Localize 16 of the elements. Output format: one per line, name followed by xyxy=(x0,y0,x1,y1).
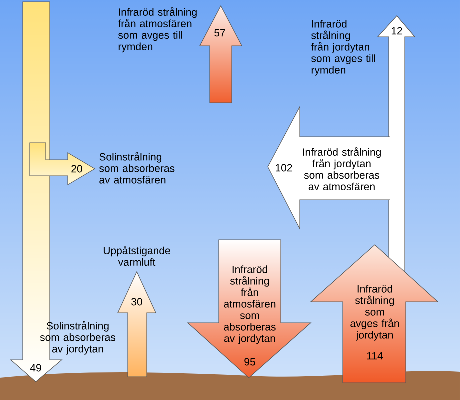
caption-text: Solinstrålning som absorberas av atmosfären xyxy=(100,152,175,184)
value-label: 30 xyxy=(132,298,142,306)
caption-text: Solinstrålning som absorberas av jordytan xyxy=(40,321,116,355)
value-label: 102 xyxy=(276,164,292,172)
caption-text: Infraröd strålning från atmosfären som avges till rymden xyxy=(118,7,197,53)
value-label: 49 xyxy=(30,364,42,372)
arrow-label: Infraröd strålning som avges från jordytan xyxy=(350,285,400,341)
value-label: 57 xyxy=(214,29,226,37)
caption-text: Uppåtstigande varmluft xyxy=(104,246,170,266)
caption-text: Infraröd strålning från jordytan som avges till rymden xyxy=(311,20,376,76)
value-label: 95 xyxy=(244,358,256,366)
arrow-label: Infraröd strålning från jordytan som absorberas av atmosfären xyxy=(303,147,381,191)
arrow-label: Infraröd strålning från atmosfären som absorberas av jordytan xyxy=(224,266,276,344)
value-label: 12 xyxy=(392,27,402,35)
value-label: 20 xyxy=(72,165,82,173)
value-label: 114 xyxy=(367,352,384,360)
